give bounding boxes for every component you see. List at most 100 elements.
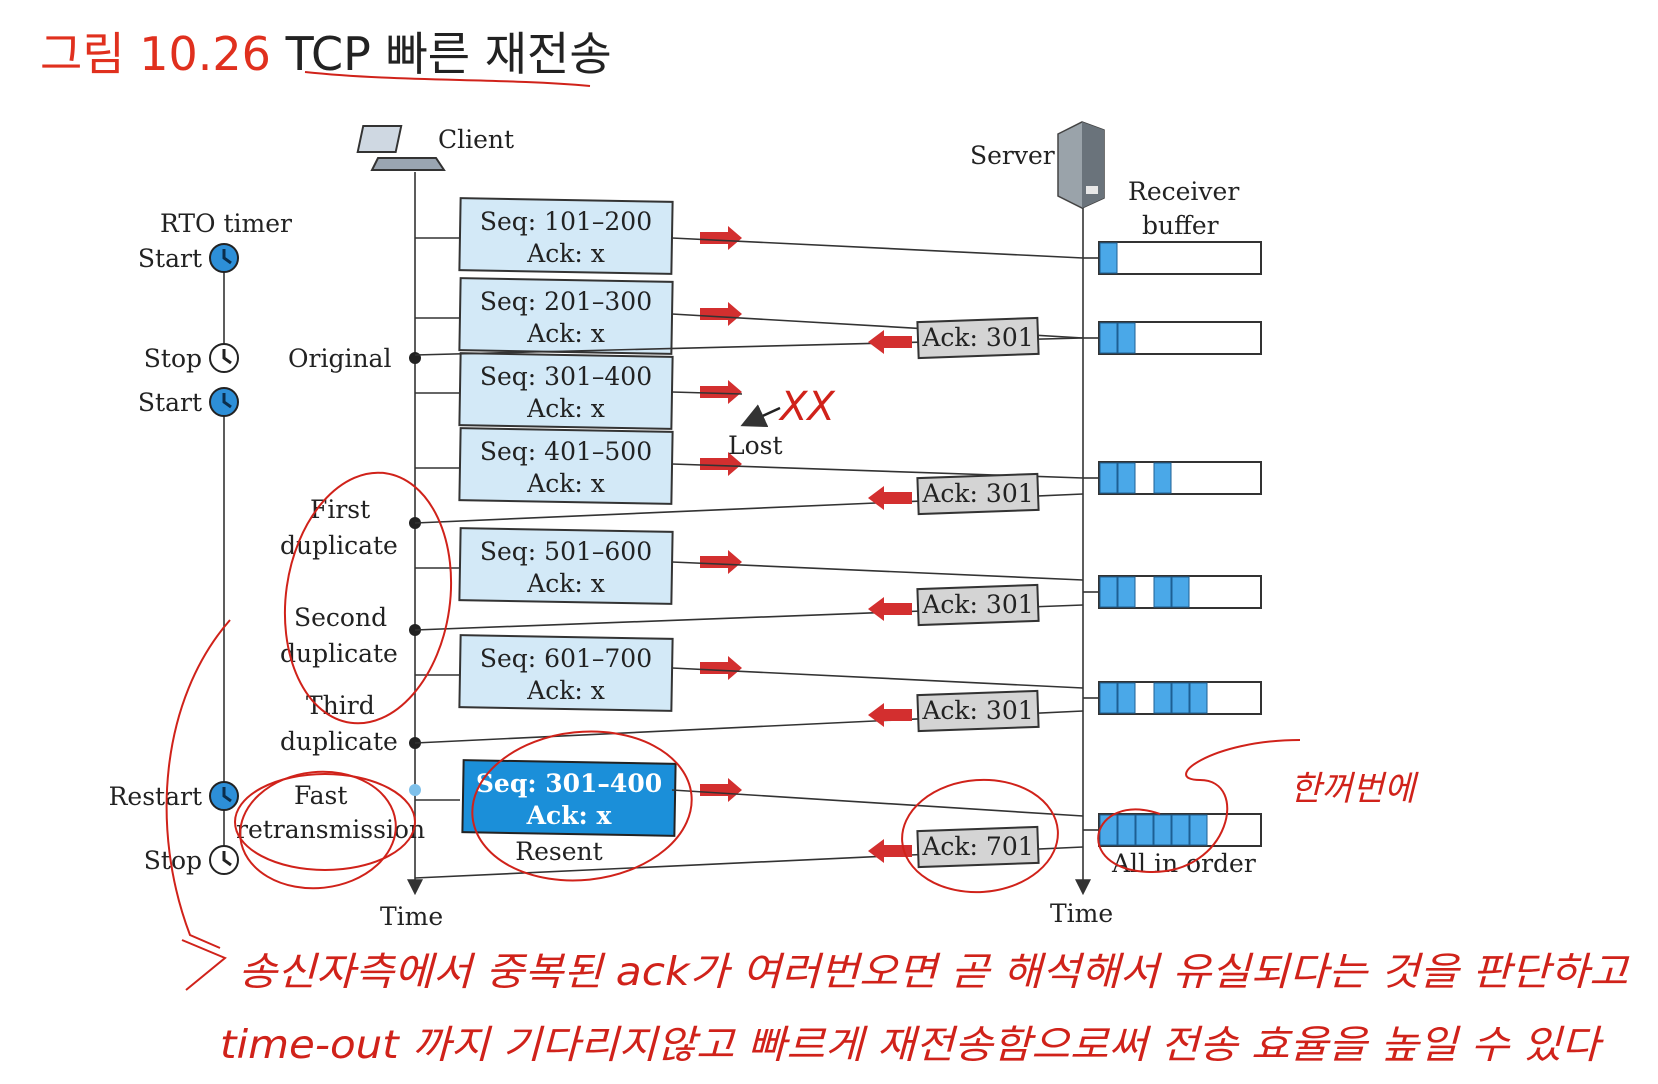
buffer-slot-filled [1117,462,1136,494]
segment-seq: Seq: 601–700 [480,644,652,673]
first-duplicate-label-1: First [310,495,370,524]
buffer-slot-filled [1099,682,1118,714]
server-time-label: Time [1050,899,1113,928]
segment-path-lost [671,391,743,395]
segment-ack: Ack: x [526,676,605,705]
send-arrow-icon [700,380,742,404]
buffer-slot-filled [1189,814,1208,846]
send-arrow-icon [700,226,742,250]
buffer-slot-filled [1099,814,1118,846]
lost-arrow [740,404,781,428]
segment-seq: Seq: 501–600 [480,537,652,566]
segment-box [458,277,674,355]
figure-title: 그림 10.26 TCP 빠른 재전송 [40,18,612,84]
lost-label: Lost [728,431,783,460]
rto-event-restart: Restart [109,781,239,811]
ack-5: Ack: 701 [414,825,1084,879]
ack-arrow-icon [868,486,912,510]
clock-icon [209,387,239,417]
ink-circle-fast-retransmission-1 [234,773,416,871]
send-arrow-icon [700,656,742,680]
second-duplicate-label-1: Second [294,603,387,632]
buffer-slot-filled [1117,814,1136,846]
rto-event-start: Start [138,243,239,273]
receiver-buffer-label-2: buffer [1142,211,1219,240]
segment-box [458,197,674,275]
segment-ack: Ack: x [526,319,605,348]
ack-arrow-icon [868,597,912,621]
ink-note-line-2: time-out 까지 기다리지않고 빠르게 재전송함으로써 전송 효율을 높일… [220,1023,1604,1068]
buffer-slot-filled [1099,322,1118,354]
ack-arrow-icon [868,703,912,727]
segment-ack: Ack: x [526,394,605,423]
send-arrow-icon [700,302,742,326]
rto-timer-title: RTO timer [160,209,292,238]
client-label: Client [438,125,514,154]
ack-box [916,472,1040,516]
segment-seq: Seq: 301–400 [476,769,662,798]
buffer-slot-filled [1153,576,1172,608]
original-label: Original [288,344,391,373]
segment-seq: Seq: 101–200 [480,207,652,236]
fast-retransmission-label-1: Fast [294,781,347,810]
all-in-order-label: All in order [1111,849,1256,878]
ack-label: Ack: 301 [921,323,1033,352]
segment-box [461,759,677,837]
ink-circle-fast-retransmission-2 [239,770,397,890]
buffer-slot-filled [1153,814,1172,846]
ack-1: Ack: 301 [414,316,1084,360]
first-duplicate-label-2: duplicate [280,531,398,560]
buffer-slot-filled [1117,322,1136,354]
receiver-buffer-4 [1083,575,1262,609]
segment-ack: Ack: x [526,569,605,598]
clock-icon [209,243,239,273]
ink-circle-duplicates [283,471,453,725]
rto-event-stop: Stop [144,343,239,373]
ack-3: Ack: 301 [414,583,1084,631]
ack-box [916,316,1040,360]
rto-event-label: Start [138,388,202,417]
rto-event-label: Stop [144,344,202,373]
figure-caption: TCP 빠른 재전송 [285,27,612,81]
segment-ack: Ack: x [526,801,613,830]
segment-seq: Seq: 301–400 [480,362,652,391]
ack-box [916,825,1040,869]
segment-path [671,789,1084,817]
rto-event-label: Start [138,244,202,273]
ack-box [916,583,1040,627]
buffer-slot-filled [1099,242,1118,274]
send-arrow-icon [700,550,742,574]
ack-label: Ack: 301 [921,696,1033,725]
ink-circle-all-in-order [1097,739,1301,874]
ink-bracket-line [165,619,231,949]
ink-circle-resent [471,730,693,882]
segment-box [458,634,674,712]
ink-note-line-1: 송신자측에서 중복된 ack가 여러번오면 곧 해석해서 유실되다는 것을 판단… [238,950,1630,995]
ack-arrow-icon [868,839,912,863]
client-time-label: Time [380,902,443,931]
fast-retransmit-dot [409,784,421,796]
segment-path [671,561,1084,581]
server-tower-icon [1057,121,1105,209]
receiver-buffer-3 [1083,461,1262,495]
segment-box [458,352,674,430]
second-duplicate-label-2: duplicate [280,639,398,668]
ack-box [916,689,1040,733]
ink-circle-ack-701 [901,778,1059,894]
send-arrow-icon [700,452,742,476]
ack-2: Ack: 301 [414,472,1084,524]
ink-side-note: 한꺼번에 [1290,769,1419,809]
receiver-buffer-5 [1083,681,1262,715]
rto-event-stop: Stop [144,845,239,875]
buffer-slot-filled [1171,814,1190,846]
ack-label: Ack: 301 [921,479,1033,508]
